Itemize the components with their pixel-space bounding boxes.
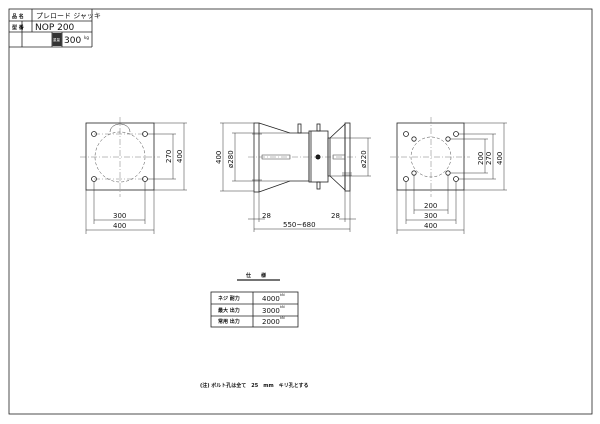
name-value: プレロード ジャッキ	[36, 12, 101, 20]
sheet-border	[8, 8, 593, 415]
side-view: 400 ø280 ø220 28 28 550~680	[215, 122, 371, 232]
dim-bolt-pitch-v: 270	[165, 150, 173, 163]
dim-bolt-pitch-h: 300	[113, 212, 126, 220]
dim-length: 550~680	[283, 221, 316, 229]
spec-unit: kN	[280, 305, 285, 309]
dim-inner-v: 200	[477, 152, 485, 165]
spec-unit: kN	[280, 316, 285, 320]
model-label: 型 番	[12, 24, 25, 31]
spec-value: 4000	[262, 295, 280, 303]
model-value: NOP 200	[35, 23, 75, 33]
spec-value: 2000	[262, 318, 280, 326]
dim-height: 400	[215, 151, 223, 164]
dim-right-flange: 28	[331, 212, 340, 220]
dim-head-dia: ø220	[360, 150, 368, 168]
dim-outer-v: 270	[485, 152, 493, 165]
weight-value: 300	[64, 36, 81, 46]
dim-inner-h: 200	[424, 202, 437, 210]
spec-title: 仕 様	[245, 272, 267, 279]
weight-label: 重量	[53, 37, 60, 42]
dim-plate-height: 400	[176, 150, 184, 163]
spec-unit: kN	[280, 293, 285, 297]
spec-table: 仕 様 ネジ 耐力 4000 kN 最大 出力 3000 kN 常用 出力 20…	[210, 272, 299, 328]
dim-plate-width: 400	[113, 222, 126, 230]
weight-unit: kg	[84, 35, 89, 40]
name-label: 品 名	[12, 13, 24, 20]
title-block: 品 名 型 番 プレロード ジャッキ NOP 200 重量 300 kg	[9, 9, 101, 48]
bolt-hole-note: (注) ボルト孔は全て 25 mm キリ孔とする	[200, 382, 309, 389]
dim-left-flange: 28	[262, 212, 271, 220]
dim-rear-plate-height: 400	[496, 152, 504, 165]
spec-label: 常用 出力	[218, 318, 240, 325]
spec-row: ネジ 耐力 4000 kN	[218, 293, 285, 303]
spec-row: 最大 出力 3000 kN	[218, 305, 285, 315]
rear-view: 200 300 400 200 270 400	[390, 117, 507, 234]
spec-label: ネジ 耐力	[218, 295, 240, 302]
dim-body-dia: ø280	[227, 150, 235, 168]
spec-row: 常用 出力 2000 kN	[218, 316, 285, 326]
spec-label: 最大 出力	[218, 307, 240, 314]
dim-rear-plate-width: 400	[424, 222, 437, 230]
spec-value: 3000	[262, 307, 280, 315]
dim-outer-h: 300	[424, 212, 437, 220]
front-view: 300 400 270 400	[80, 117, 187, 234]
